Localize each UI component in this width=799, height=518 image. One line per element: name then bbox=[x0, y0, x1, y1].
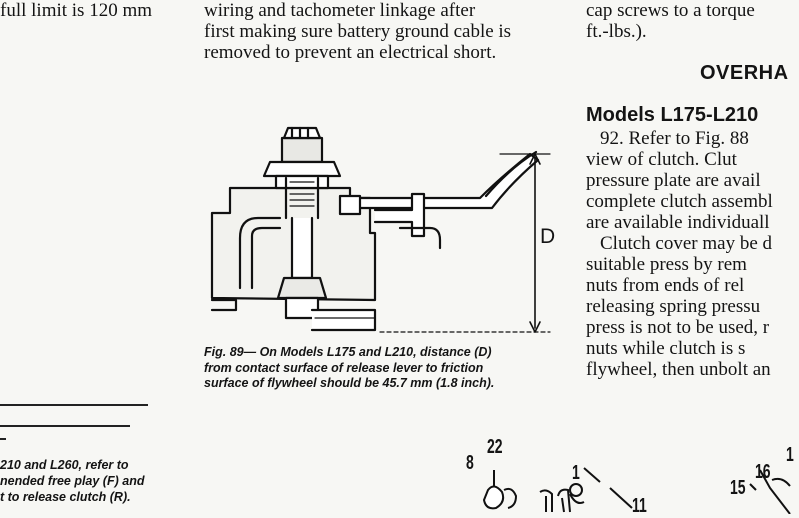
text-line: cap screws to a torque bbox=[586, 0, 755, 21]
column-middle-text: wiring and tachometer linkage after firs… bbox=[204, 0, 566, 63]
note-line: 210 and L260, refer to bbox=[0, 458, 129, 472]
divider-rule bbox=[0, 425, 130, 427]
section-subheading: Models L175-L210 bbox=[586, 104, 759, 126]
text-line: flywheel, then unbolt an bbox=[586, 359, 771, 380]
text-line: press is not to be used, r bbox=[586, 317, 770, 338]
text-line: releasing spring pressu bbox=[586, 296, 761, 317]
caption-line: from contact surface of release lever to… bbox=[204, 360, 484, 375]
figure-caption: Fig. 89— On Models L175 and L210, distan… bbox=[204, 345, 574, 392]
text-line: suitable press by rem bbox=[586, 254, 747, 275]
text-line: Clutch cover may be d bbox=[600, 233, 773, 254]
part-label-1b: 1 bbox=[786, 444, 794, 466]
part-label-8: 8 bbox=[466, 452, 474, 474]
text-line: first making sure battery ground cable i… bbox=[204, 21, 512, 42]
part-label-22: 22 bbox=[487, 436, 503, 458]
caption-line: Fig. 89— On Models L175 and L210, distan… bbox=[204, 345, 492, 359]
caption-line: surface of flywheel should be 45.7 mm (1… bbox=[204, 376, 495, 390]
text-line: pressure plate are avail bbox=[586, 170, 761, 191]
divider-rule bbox=[0, 404, 148, 406]
text-line: 92. Refer to Fig. 88 bbox=[600, 128, 749, 149]
clutch-figure-illustration bbox=[210, 126, 551, 333]
section-heading: OVERHA bbox=[700, 62, 789, 84]
part-label-11: 11 bbox=[632, 495, 647, 517]
text-line: complete clutch assembl bbox=[586, 191, 773, 212]
column-left-text: full limit is 120 mm bbox=[0, 0, 190, 21]
divider-tick bbox=[0, 438, 6, 440]
text-line: are available individuall bbox=[586, 212, 770, 233]
text-line: nuts while clutch is s bbox=[586, 338, 746, 359]
dimension-d-label: D bbox=[540, 225, 556, 248]
text-line: view of clutch. Clut bbox=[586, 149, 737, 170]
note-line: nended free play (F) and bbox=[0, 474, 145, 488]
column-right-top-text: cap screws to a torque ft.-lbs.). bbox=[586, 0, 799, 42]
text-line: removed to prevent an electrical short. bbox=[204, 42, 497, 63]
text-line: full limit is 120 mm bbox=[0, 0, 153, 21]
text-line: nuts from ends of rel bbox=[586, 275, 745, 296]
note-line: t to release clutch (R). bbox=[0, 490, 131, 504]
parts-diagram bbox=[482, 467, 791, 514]
part-label-16: 16 bbox=[755, 461, 771, 483]
left-note-text: 210 and L260, refer to nended free play … bbox=[0, 457, 200, 505]
text-line: wiring and tachometer linkage after bbox=[204, 0, 476, 21]
column-right-paragraph: 92. Refer to Fig. 88 view of clutch. Clu… bbox=[586, 128, 799, 380]
text-line: ft.-lbs.). bbox=[586, 21, 647, 42]
part-label-1: 1 bbox=[572, 462, 580, 484]
part-label-15: 15 bbox=[730, 477, 746, 499]
